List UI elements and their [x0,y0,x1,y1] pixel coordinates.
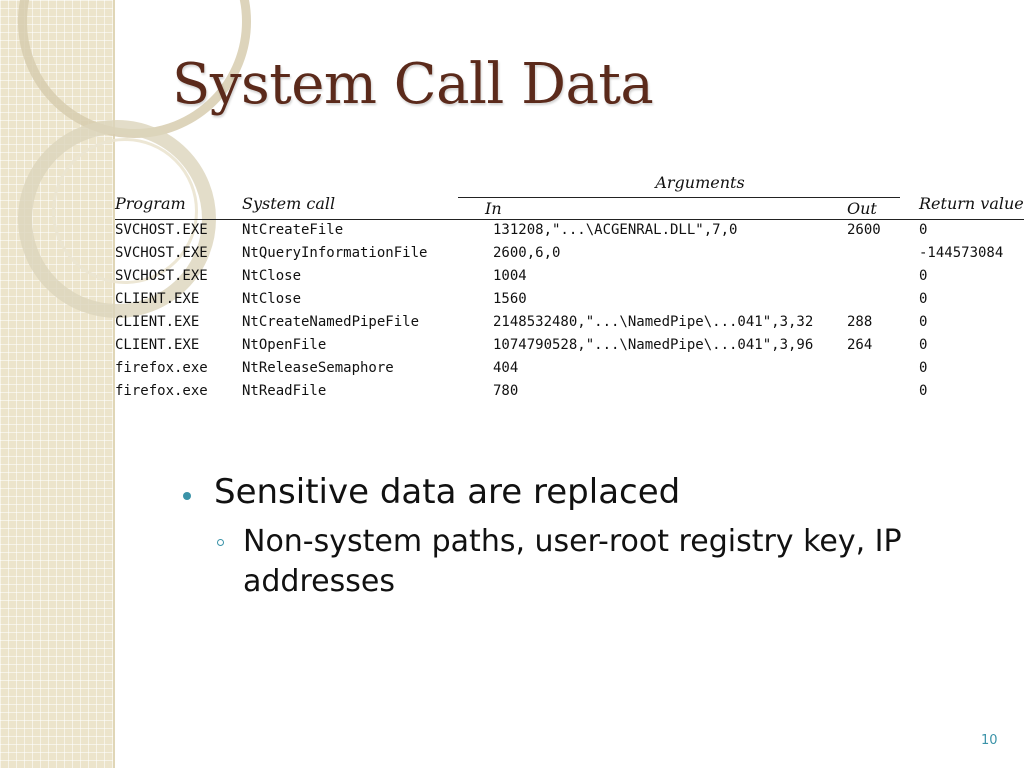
bullet-item: Sensitive data are replaced [183,472,933,512]
cell-program: firefox.exe [115,359,208,376]
table-row: firefox.exe NtReleaseSemaphore 404 0 [115,356,1024,379]
cell-system-call: NtClose [242,290,302,307]
cell-out [847,264,910,287]
cell-out: 288 [847,313,873,330]
header-return-value: Return value [919,194,1024,213]
table-header-rule [115,219,1024,220]
cell-system-call: NtCreateNamedPipeFile [242,313,420,330]
cell-program: CLIENT.EXE [115,290,200,307]
page-number: 10 [981,733,998,748]
cell-out [847,356,910,379]
table-header-row: Arguments [115,170,1024,194]
cell-return-value: 0 [919,382,928,399]
cell-in: 404 [493,359,519,376]
cell-system-call: NtQueryInformationFile [242,244,428,261]
cell-system-call: NtClose [242,267,302,284]
header-in: In [485,199,502,218]
cell-return-value: 0 [919,290,928,307]
cell-system-call: NtReadFile [242,382,327,399]
table-row: SVCHOST.EXE NtQueryInformationFile 2600,6,… [115,241,1024,264]
cell-return-value: -144573084 [919,244,1004,261]
table-row: firefox.exe NtReadFile 780 0 [115,379,1024,402]
syscall-table: Arguments Program System call In Out Ret… [115,170,1024,402]
cell-program: CLIENT.EXE [115,313,200,330]
cell-in: 780 [493,382,519,399]
header-program: Program [115,194,186,213]
sub-bullet-text: Non-system paths, user-root registry key… [243,524,902,599]
cell-out: 2600 [847,221,881,238]
table-row: SVCHOST.EXE NtCreateFile 131208,"...\ACGEN… [115,218,1024,241]
cell-system-call: NtReleaseSemaphore [242,359,394,376]
table-row: SVCHOST.EXE NtClose 1004 0 [115,264,1024,287]
table-row: CLIENT.EXE NtClose 1560 0 [115,287,1024,310]
header-out: Out [847,199,877,218]
cell-program: firefox.exe [115,382,208,399]
cell-out [847,379,910,402]
table-header-row: Program System call In Out Return value [115,194,1024,218]
bullet-text: Sensitive data are replaced [214,472,681,512]
cell-system-call: NtOpenFile [242,336,327,353]
decorative-ring [52,138,198,284]
cell-out: 264 [847,336,873,353]
table-row: CLIENT.EXE NtOpenFile 1074790528,"...\Name… [115,333,1024,356]
bullet-dot-icon [183,492,191,500]
slide-title: System Call Data [172,52,654,117]
cell-return-value: 0 [919,359,928,376]
cell-return-value: 0 [919,313,928,330]
cell-in: 1004 [493,267,527,284]
cell-return-value: 0 [919,221,928,238]
cell-out [847,241,910,264]
cell-in: 2600,6,0 [493,244,561,261]
cell-in: 1560 [493,290,527,307]
cell-system-call: NtCreateFile [242,221,344,238]
cell-program: SVCHOST.EXE [115,244,208,261]
sub-bullet-item: Non-system paths, user-root registry key… [217,522,933,602]
cell-in: 131208,"...\ACGENRAL.DLL",7,0 [493,221,738,238]
cell-program: SVCHOST.EXE [115,221,208,238]
cell-in: 1074790528,"...\NamedPipe\...041",3,96 [493,336,814,353]
header-arguments: Arguments [655,172,745,192]
arguments-header-rule [458,197,900,198]
cell-return-value: 0 [919,336,928,353]
cell-in: 2148532480,"...\NamedPipe\...041",3,32 [493,313,814,330]
cell-return-value: 0 [919,267,928,284]
table-row: CLIENT.EXE NtCreateNamedPipeFile 214853248… [115,310,1024,333]
sub-bullet-circle-icon [217,539,224,546]
bullet-list: Sensitive data are replaced Non-system p… [183,472,933,602]
sidebar-divider [113,0,115,768]
header-system-call: System call [242,194,336,213]
cell-program: CLIENT.EXE [115,336,200,353]
cell-program: SVCHOST.EXE [115,267,208,284]
cell-out [847,287,910,310]
